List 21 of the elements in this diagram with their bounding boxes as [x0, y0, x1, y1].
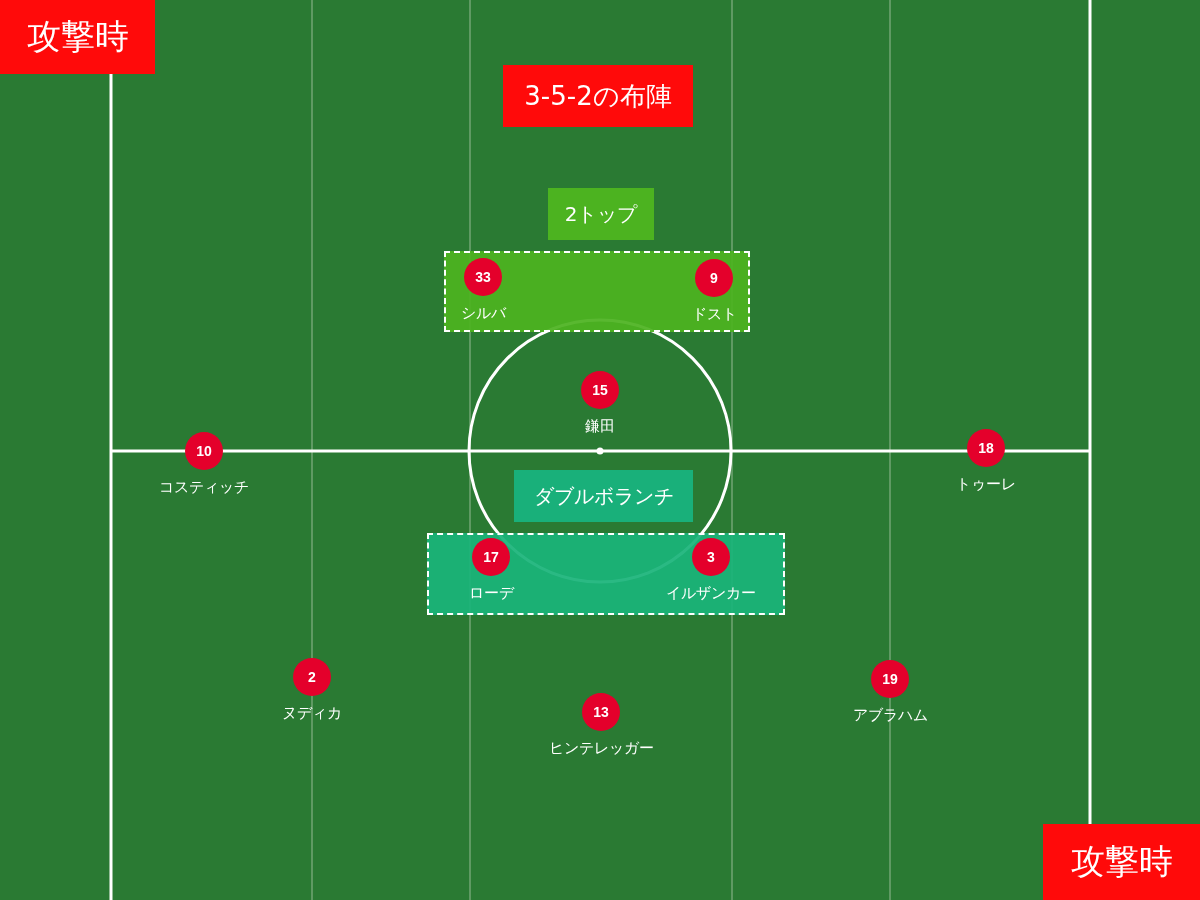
player-marker: 3	[692, 538, 730, 576]
corner-label: 攻撃時	[1043, 824, 1200, 900]
player-name: トゥーレ	[956, 475, 1016, 494]
player-name: ローデ	[468, 584, 514, 603]
player-marker: 9	[695, 259, 733, 297]
player-name: イルザンカー	[666, 584, 756, 603]
player-name: ドスト	[691, 305, 737, 324]
group-box	[444, 251, 750, 332]
player-name: ヒンテレッガー	[548, 739, 654, 758]
player-name: シルバ	[460, 304, 506, 323]
corner-label: 攻撃時	[0, 0, 155, 74]
group-box	[427, 533, 785, 615]
group-label: ダブルボランチ	[514, 470, 693, 522]
player-marker: 33	[464, 258, 502, 296]
player-name: アブラハム	[852, 706, 928, 725]
player-name: 鎌田	[585, 417, 615, 436]
player-name: ヌディカ	[282, 704, 342, 723]
player-marker: 17	[472, 538, 510, 576]
title-banner: 3-5-2の布陣	[503, 65, 693, 127]
group-label: 2トップ	[548, 188, 654, 240]
player-name: コスティッチ	[159, 478, 249, 497]
